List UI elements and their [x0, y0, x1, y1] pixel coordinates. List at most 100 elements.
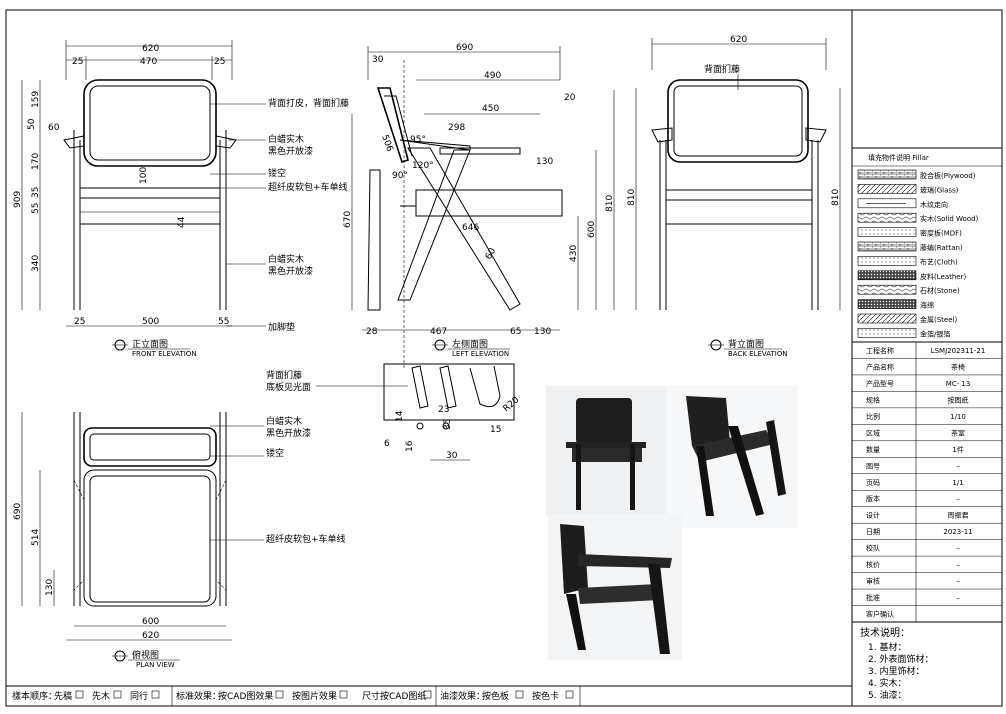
svg-text:黑色开放漆: 黑色开放漆	[266, 427, 311, 439]
legend-title: 填充物件说明 Fillar	[868, 153, 929, 162]
svg-text:130: 130	[536, 157, 553, 167]
svg-text:620: 620	[730, 35, 747, 45]
svg-text:30: 30	[372, 55, 384, 65]
svg-text:R20: R20	[502, 395, 522, 414]
svg-text:35: 35	[31, 187, 41, 198]
legend-item: 密度板(MDF)	[920, 229, 962, 238]
svg-text:690: 690	[456, 43, 473, 53]
info-value: LSMJ202311-21	[931, 347, 986, 355]
info-value: –	[956, 594, 960, 602]
info-key: 校队	[866, 544, 880, 553]
product-photo-front	[546, 386, 666, 516]
checkbox-photo-effect[interactable]	[339, 690, 348, 699]
legend-item: 藤编(Rattan)	[920, 243, 963, 252]
svg-text:按色卡: 按色卡	[532, 690, 559, 702]
svg-text:按CAD图效果: 按CAD图效果	[218, 690, 273, 702]
info-key: 规格	[866, 395, 880, 404]
back-elevation: 620 背面扪藤 810 810 背立面图 BACK ELEVATION	[627, 35, 841, 358]
tech-notes-title: 技术说明：	[860, 626, 910, 639]
svg-text:490: 490	[484, 71, 501, 81]
product-photo-side	[666, 386, 798, 528]
svg-text:16: 16	[405, 440, 415, 452]
svg-text:镂空: 镂空	[268, 167, 286, 179]
svg-text:6: 6	[384, 439, 390, 449]
plan-view: 白蜡实木 黑色开放漆 镂空 超纤皮软包+车单线 690 514 130 600 …	[13, 412, 346, 669]
svg-text:4. 实木：: 4. 实木：	[868, 677, 906, 689]
front-elevation: 620 470 25 25 909 159 50 60 170 35 55 34…	[13, 40, 349, 358]
note-back-leather: 背面打皮，背面扪藤	[268, 97, 349, 109]
svg-text:810: 810	[831, 189, 841, 206]
svg-text:先木: 先木	[92, 690, 110, 702]
svg-text:670: 670	[343, 211, 353, 228]
svg-text:55: 55	[31, 203, 41, 214]
svg-text:14: 14	[395, 410, 405, 422]
info-key: 设计	[866, 511, 880, 520]
checkbox-color-card[interactable]	[565, 690, 574, 699]
svg-text:600: 600	[587, 221, 597, 238]
checkbox-cad-effect[interactable]	[275, 690, 284, 699]
dim-front-470: 470	[140, 57, 157, 67]
svg-text:909: 909	[13, 191, 23, 208]
svg-text:BACK ELEVATION: BACK ELEVATION	[728, 350, 788, 358]
legend-item: 金箔/银箔	[920, 329, 950, 338]
svg-text:65: 65	[510, 327, 521, 337]
svg-text:159: 159	[31, 91, 41, 108]
svg-text:LEFT ELEVATION: LEFT ELEVATION	[452, 350, 509, 358]
checkbox-cad-size[interactable]	[423, 690, 432, 699]
legend-swatch	[857, 270, 917, 281]
svg-text:514: 514	[31, 529, 41, 546]
svg-text:430: 430	[569, 245, 579, 262]
legend-swatch	[857, 212, 917, 223]
legend-item: 金属(Steel)	[920, 315, 957, 324]
svg-text:20: 20	[564, 93, 576, 103]
svg-text:646: 646	[462, 223, 479, 233]
svg-text:170: 170	[31, 153, 41, 170]
svg-text:50: 50	[27, 118, 37, 130]
legend-swatch	[857, 241, 917, 252]
svg-text:95°: 95°	[410, 135, 426, 145]
svg-text:28: 28	[366, 327, 378, 337]
dim-front-620: 620	[142, 44, 159, 54]
svg-text:俯视图: 俯视图	[132, 649, 159, 661]
svg-text:白蜡实木: 白蜡实木	[268, 133, 304, 145]
section-detail: 背面扪藤 底板见光面 23 14 16 35 15 6 30 R20	[266, 363, 522, 461]
svg-text:白蜡实木: 白蜡实木	[266, 415, 302, 427]
info-key: 工程名称	[866, 346, 894, 355]
svg-text:背立面图: 背立面图	[728, 338, 764, 350]
left-seat-cushion	[415, 189, 563, 217]
svg-text:5. 油漆：: 5. 油漆：	[868, 689, 906, 701]
svg-text:500: 500	[142, 317, 159, 327]
svg-text:120°: 120°	[412, 161, 434, 171]
left-elevation: 690 30 490 20 450 298 130 95° 120° 90° 5…	[343, 43, 615, 370]
info-key: 产品名称	[866, 362, 894, 371]
svg-text:810: 810	[605, 195, 615, 212]
checkbox-tongxing[interactable]	[151, 690, 160, 699]
title-block: 填充物件说明 Fillar 胶合板(Plywood)玻璃(Glass)木纹走向实…	[852, 147, 1002, 701]
front-backrest	[83, 79, 217, 167]
svg-text:44: 44	[177, 216, 187, 228]
svg-text:25: 25	[74, 317, 85, 327]
svg-text:尺寸按CAD图纸: 尺寸按CAD图纸	[362, 690, 426, 702]
svg-text:620: 620	[142, 631, 159, 641]
svg-text:298: 298	[448, 123, 465, 133]
svg-text:2. 外表面饰材：: 2. 外表面饰材：	[868, 653, 933, 665]
svg-text:加脚垫: 加脚垫	[268, 321, 295, 333]
svg-text:背面扪藤: 背面扪藤	[266, 369, 302, 381]
legend-item: 皮料(Leather)	[920, 272, 966, 281]
legend-item: 布艺(Cloth)	[920, 257, 958, 266]
info-value: –	[956, 545, 960, 553]
legend-item: 实木(Solid Wood)	[920, 214, 979, 223]
checkbox-color-board[interactable]	[515, 690, 524, 699]
svg-text:467: 467	[430, 327, 447, 337]
legend-swatch	[857, 284, 917, 295]
checkbox-xianmu[interactable]	[113, 690, 122, 699]
checkbox-xiangao[interactable]	[75, 690, 84, 699]
info-value: 1件	[952, 445, 963, 454]
svg-text:30: 30	[446, 451, 458, 461]
svg-text:超纤皮软包+车单线: 超纤皮软包+车单线	[266, 533, 346, 545]
svg-text:白蜡实木: 白蜡实木	[268, 253, 304, 265]
svg-text:油漆效果：: 油漆效果：	[440, 690, 485, 702]
dim-front-25l: 25	[72, 57, 83, 67]
info-value: 1/1	[952, 479, 963, 487]
svg-text:按色板: 按色板	[482, 690, 509, 702]
